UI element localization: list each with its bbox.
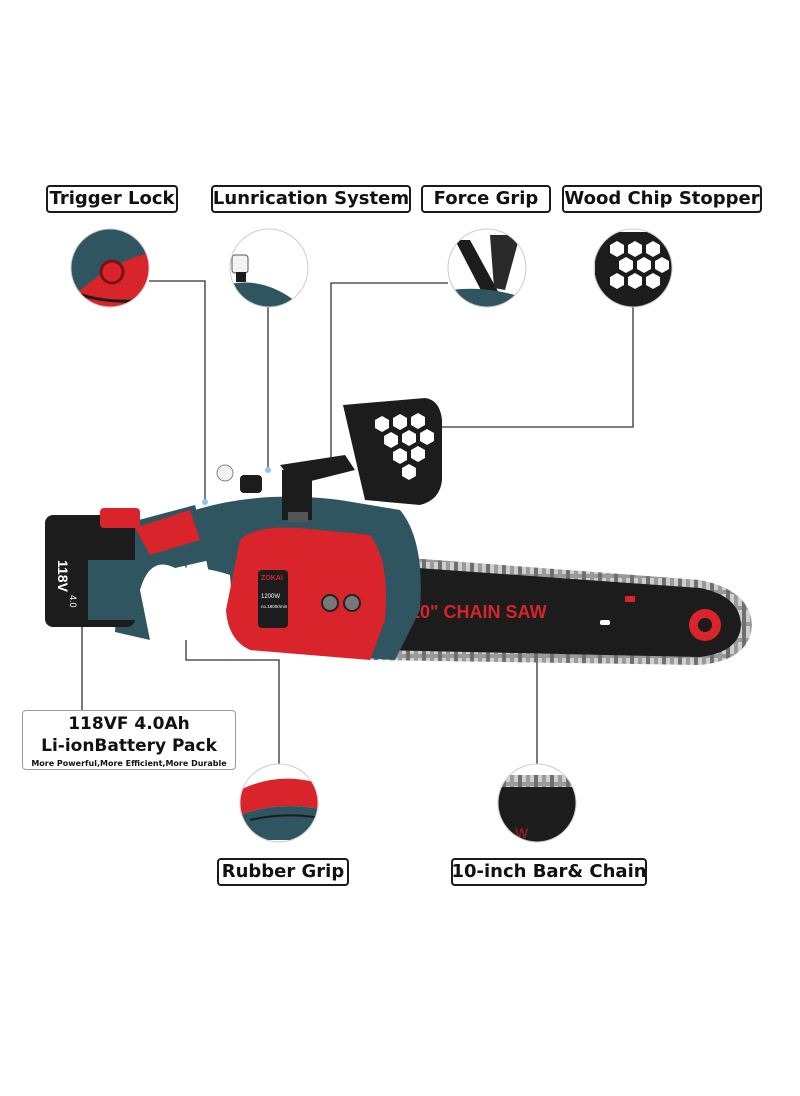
force-grip-detail	[447, 228, 527, 308]
battery-spec-text: 118VF 4.0Ah	[68, 714, 190, 734]
rubber-grip-detail	[239, 763, 319, 843]
battery-capacity-text: 4.0	[68, 595, 78, 608]
front-handle	[280, 455, 355, 522]
battery-pack-label: 118VF 4.0Ah Li-ionBattery Pack More Powe…	[22, 710, 236, 770]
force-grip-label: Force Grip	[421, 185, 551, 213]
side-cover: ZOKAI 1200W no.1800r/min	[226, 527, 386, 660]
rubber-grip-label: Rubber Grip	[217, 858, 349, 886]
bar-chain-label: 10-inch Bar& Chain	[451, 858, 647, 886]
battery-name-text: Li-ionBattery Pack	[41, 736, 217, 756]
battery-pack: 118V 4.0	[45, 508, 140, 627]
trigger-lock-label: Trigger Lock	[46, 185, 178, 213]
bar-chain-detail: W	[497, 763, 577, 843]
lubrication-system-label: Lunrication System	[211, 185, 411, 213]
trigger-lock-detail	[70, 228, 150, 308]
battery-tagline-text: More Powerful,More Efficient,More Durabl…	[31, 759, 227, 768]
lubrication-detail	[229, 228, 309, 308]
chip-stopper-detail	[593, 228, 673, 308]
guide-bar: 10" CHAIN SAW	[370, 555, 752, 665]
speed-text: no.1800r/min	[261, 604, 288, 609]
bar-text: 10" CHAIN SAW	[410, 602, 547, 622]
wood-chip-stopper-label: Wood Chip Stopper	[562, 185, 762, 213]
chip-stopper	[343, 398, 442, 505]
brand-text: ZOKAI	[261, 575, 283, 582]
battery-pack-text: 118V	[55, 560, 71, 593]
chainsaw: 10" CHAIN SAW 118V 4.0 ZOKAI 1200W no.	[45, 398, 752, 665]
power-text: 1200W	[261, 594, 280, 600]
